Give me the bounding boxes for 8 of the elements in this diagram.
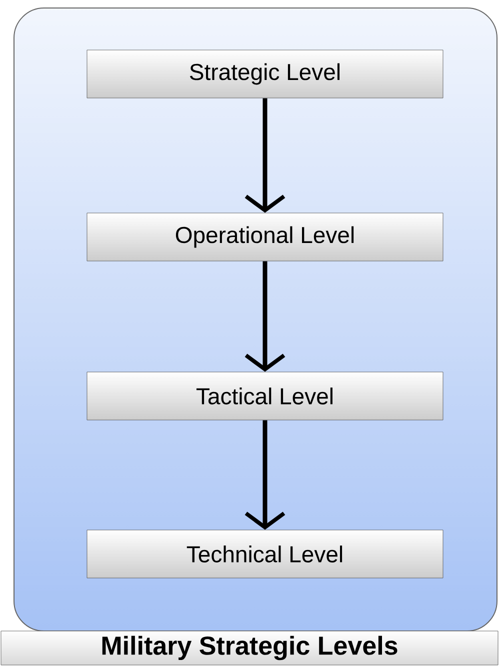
arrow bbox=[244, 420, 286, 530]
level-box: Tactical Level bbox=[86, 372, 444, 420]
level-box: Strategic Level bbox=[86, 50, 444, 98]
arrow bbox=[244, 261, 286, 372]
level-box: Technical Level bbox=[86, 530, 444, 578]
node-label: Military Strategic Levels bbox=[102, 636, 398, 660]
arrow bbox=[244, 98, 286, 213]
level-box: Operational Level bbox=[86, 212, 444, 262]
